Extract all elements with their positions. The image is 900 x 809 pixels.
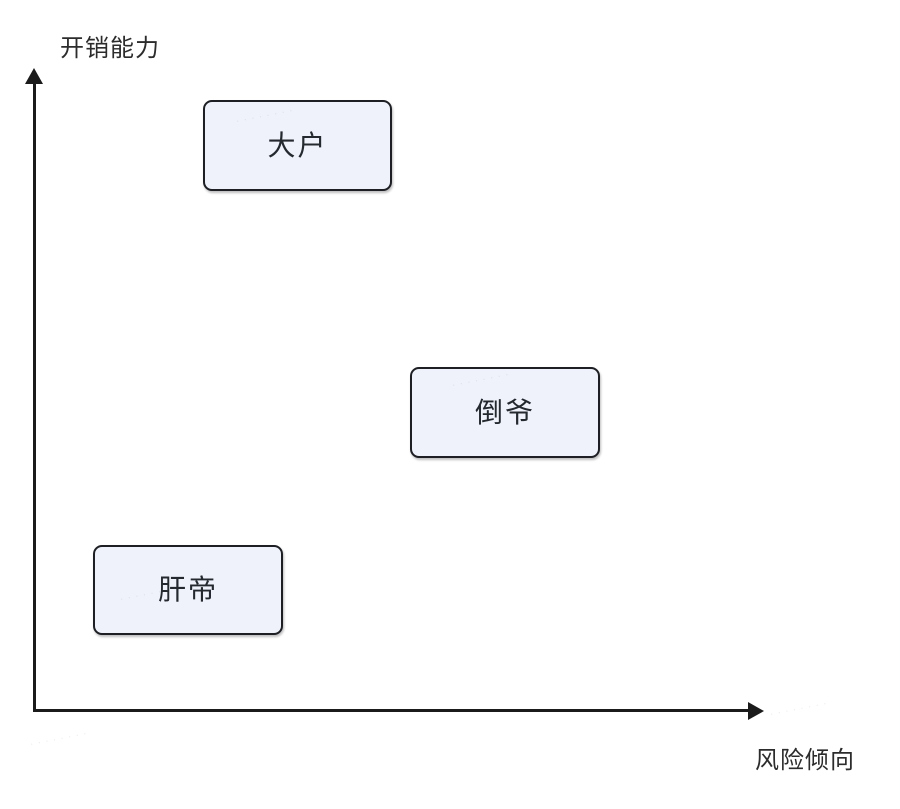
category-box-gandi[interactable]: 肝帝 [93,545,283,635]
category-box-label: 肝帝 [157,573,218,606]
x-axis-arrowhead-icon [748,702,764,720]
category-box-label: 大户 [267,128,328,162]
x-axis-label: 风险倾向 [755,746,855,774]
category-box-daoye[interactable]: 倒爷 [410,367,600,458]
y-axis-arrowhead-icon [25,68,43,84]
category-box-label: 倒爷 [474,395,535,429]
y-axis-line [33,78,36,712]
watermark-text: · · · · · · · · [769,699,829,721]
y-axis-label: 开销能力 [60,34,160,62]
watermark-text: · · · · · · · · [29,729,89,751]
category-box-dahu[interactable]: 大户 [203,100,392,191]
x-axis-line [33,709,753,712]
